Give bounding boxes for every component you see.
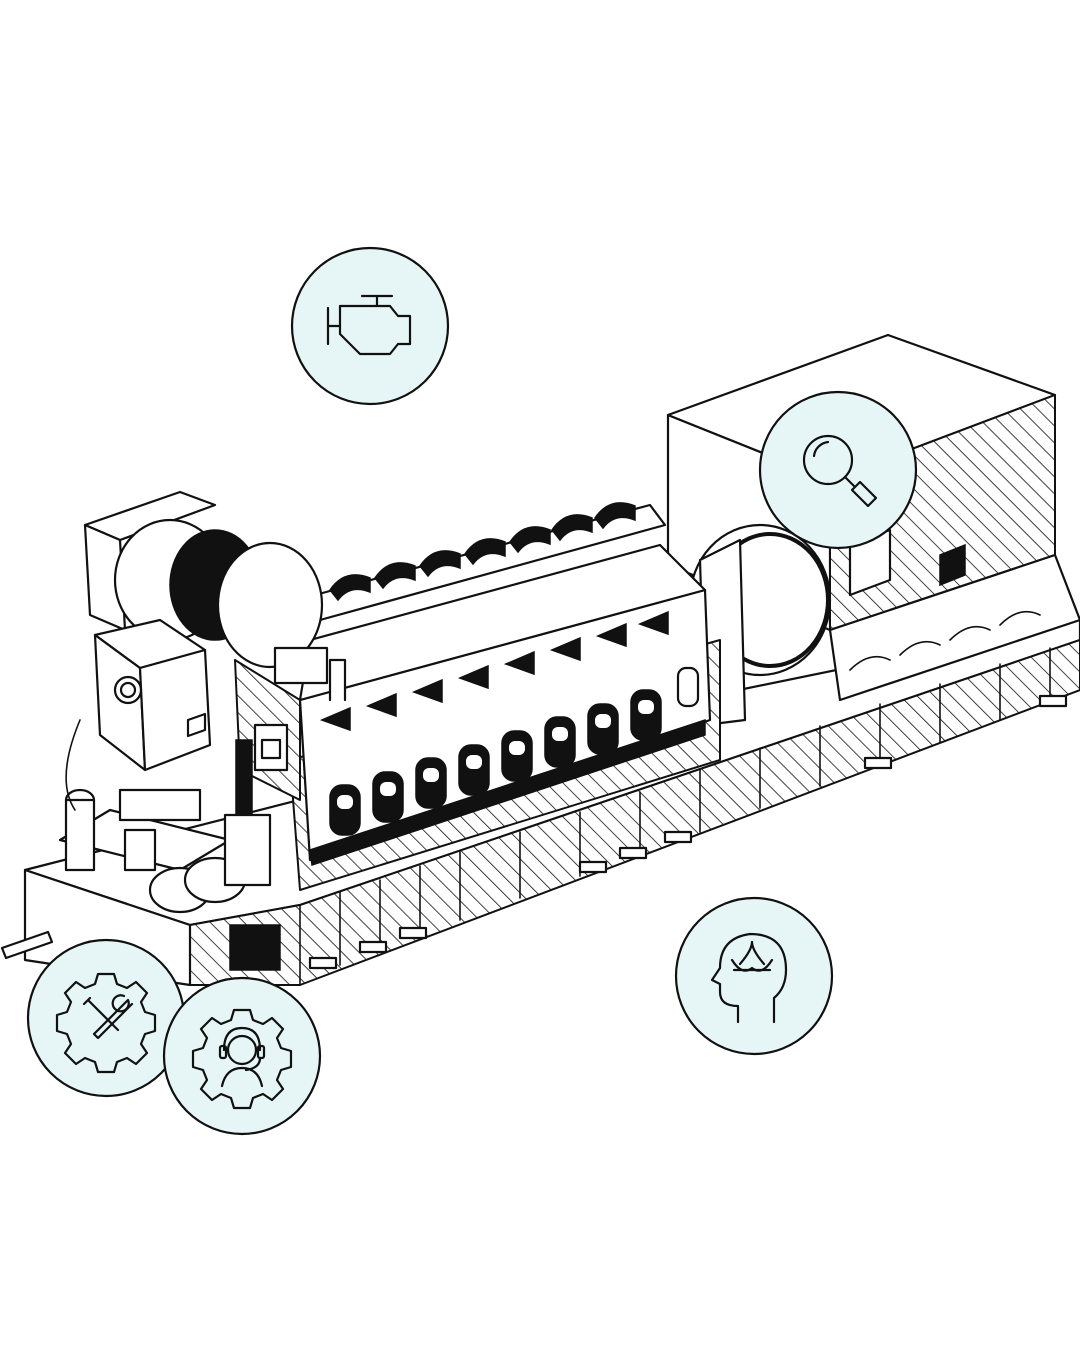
magnifier-icon	[802, 434, 878, 508]
engine-badge[interactable]	[290, 246, 450, 406]
maintenance-badge[interactable]	[26, 938, 186, 1098]
rocker-covers	[329, 502, 636, 602]
gear-headset-person-icon	[191, 1008, 293, 1110]
engine-icon	[326, 294, 412, 356]
turbocharger-assembly	[83, 490, 329, 821]
inspection-badge[interactable]	[758, 390, 918, 550]
support-badge[interactable]	[162, 976, 322, 1136]
cylinder-ports	[329, 666, 700, 836]
head-lotus-icon	[710, 932, 788, 1024]
gear-wrench-screwdriver-icon	[55, 972, 157, 1074]
piping	[58, 658, 347, 914]
coupling-flange	[688, 523, 832, 727]
valve-cover-row	[319, 610, 669, 732]
wellbeing-badge[interactable]	[674, 896, 834, 1056]
